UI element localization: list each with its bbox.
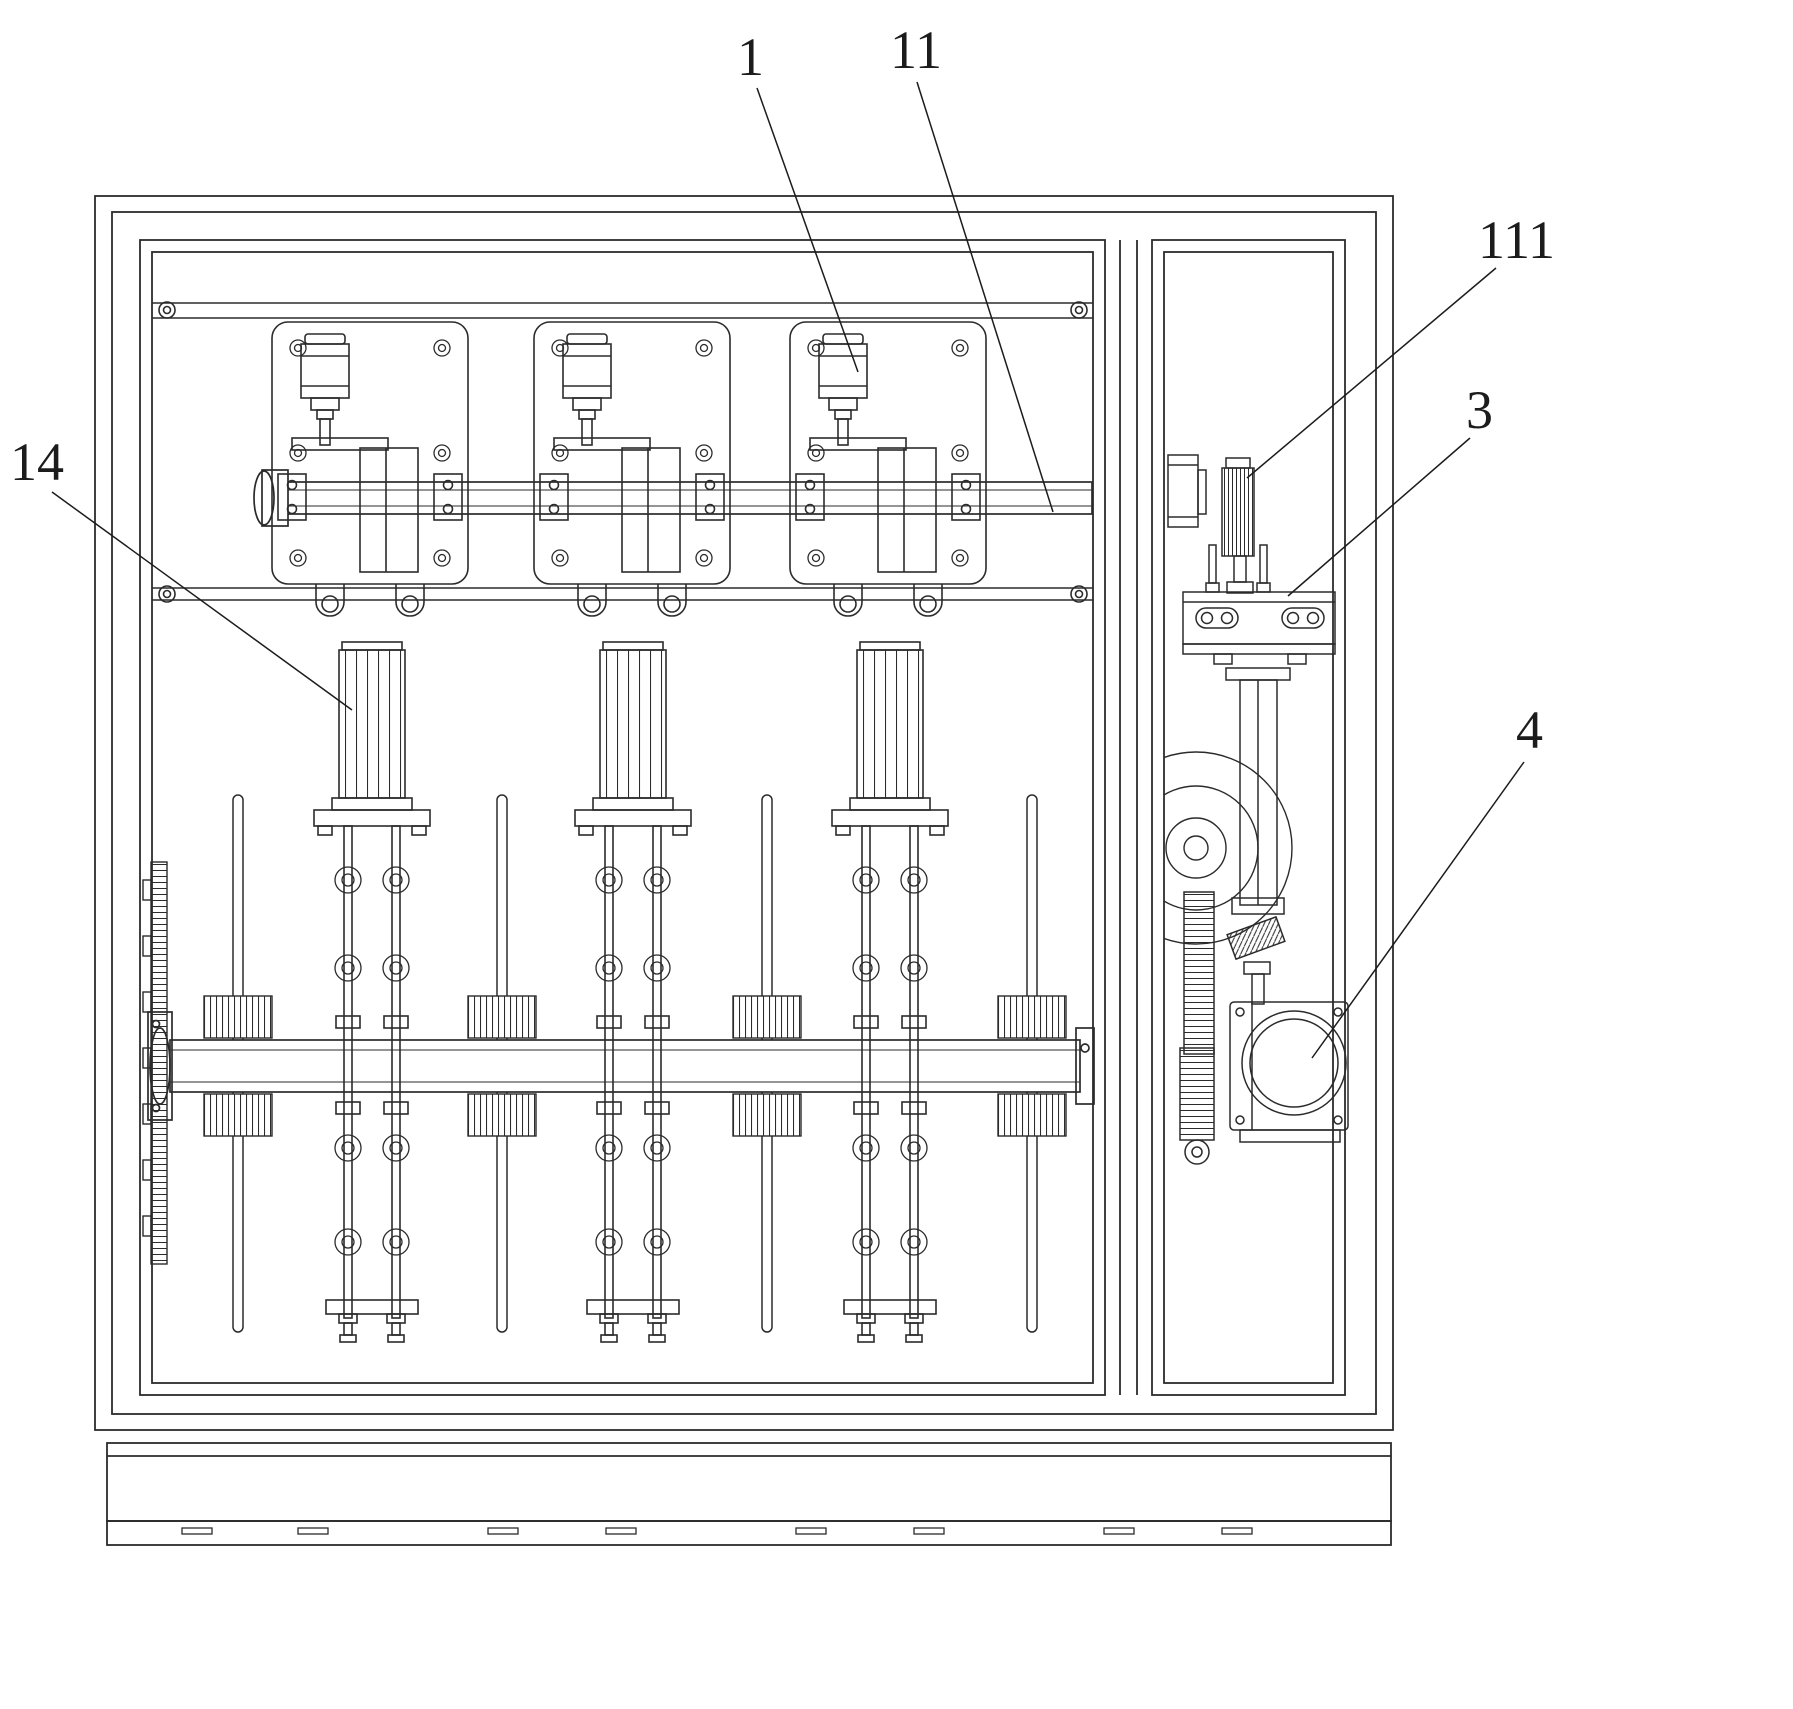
mounting-plate (1182, 591, 1336, 665)
bevel-gear (1226, 915, 1286, 961)
label-part-4: 4 (1516, 700, 1543, 760)
vertical-channel (1225, 667, 1291, 906)
leader-line-part-111 (1246, 267, 1497, 479)
motor (1229, 1001, 1349, 1143)
label-part-111: 111 (1478, 210, 1555, 270)
bearing-block (1167, 454, 1207, 528)
top-mounting-rail (152, 301, 1093, 319)
label-part-11: 11 (890, 20, 942, 80)
reference-labels: 1 11 111 3 4 14 (10, 20, 1555, 760)
lower-mounting-rail (152, 585, 1093, 603)
vent-slots (181, 1527, 1253, 1535)
leader-line-part-1 (756, 87, 859, 373)
reference-leaders (51, 81, 1525, 1059)
leader-line-part-11 (916, 81, 1054, 513)
motor-body-circle (1241, 1010, 1347, 1116)
label-part-1: 1 (737, 27, 764, 87)
gear-rack-lower (1179, 1047, 1215, 1141)
gear-rack-upper (1183, 891, 1215, 1055)
base-plinth (106, 1442, 1392, 1546)
pole-assembly-2 (574, 641, 692, 1343)
worm-gear (1205, 457, 1271, 594)
label-part-14: 14 (10, 432, 64, 492)
left-rack (142, 861, 168, 1265)
mechanism-plate-2 (533, 321, 731, 617)
right-compartment-mechanism (1164, 454, 1349, 1165)
pole-assembly-3 (831, 641, 949, 1343)
leader-line-part-4 (1311, 761, 1525, 1059)
small-gear (1184, 1139, 1210, 1165)
leader-line-part-3 (1287, 437, 1471, 597)
label-part-3: 3 (1466, 380, 1493, 440)
drive-shaft (253, 469, 1093, 527)
cabinet-frame (94, 195, 1394, 1431)
mechanism-plate-1 (271, 321, 469, 617)
mechanism-plate-3 (789, 321, 987, 617)
pole-assembly-1 (313, 641, 431, 1343)
busbar (147, 1011, 1095, 1121)
leader-line-part-14 (51, 491, 353, 711)
cross-flange (1231, 897, 1285, 915)
